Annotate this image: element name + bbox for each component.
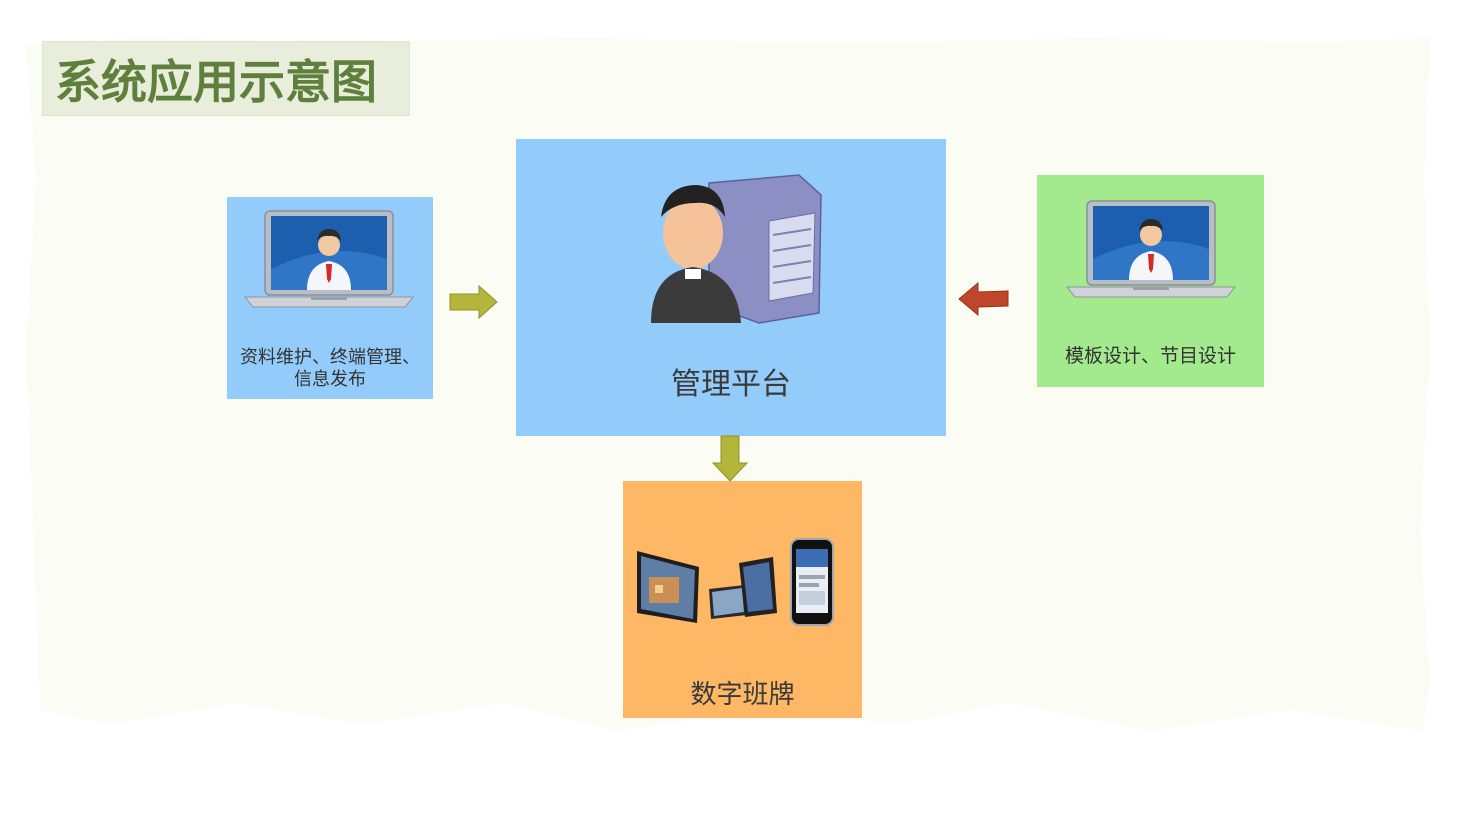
laptop-user-icon [243,210,415,308]
title-box: 系统应用示意图 [42,41,410,116]
node-label: 管理平台 [671,367,791,402]
node-template-design: 模板设计、节目设计 [1037,175,1264,387]
arrow-right-to-center [958,282,1009,316]
node-label-line1: 资料维护、终端管理、 [240,347,420,368]
display-devices-icon [637,538,834,626]
node-label: 数字班牌 [690,680,795,710]
laptop-user-icon [1065,200,1237,298]
page-title: 系统应用示意图 [55,55,377,109]
node-label: 资料维护、终端管理、 信息发布 [227,347,433,391]
tablet-icon [709,557,777,619]
node-label-line2: 信息发布 [294,369,366,390]
admin-server-icon [651,174,822,324]
node-digital-class-sign: 数字班牌 [623,481,862,718]
node-data-maintenance: 资料维护、终端管理、 信息发布 [227,197,433,399]
node-label: 模板设计、节目设计 [1064,345,1236,367]
tv-screen-icon [637,551,699,623]
arrow-left-to-center [449,285,498,319]
arrow-center-to-bottom [712,435,748,482]
phone-icon [790,538,834,626]
node-management-platform: 管理平台 [516,139,946,436]
